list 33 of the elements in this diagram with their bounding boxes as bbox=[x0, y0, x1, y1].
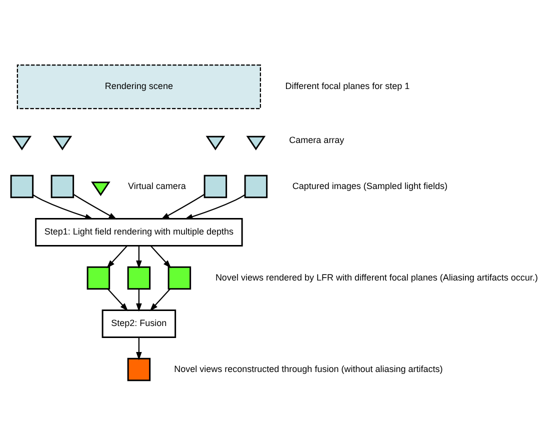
label: Novel views rendered by LFR with different focal planes (Aliasing artifacts occur.) bbox=[215, 272, 538, 282]
node-box: Rendering scene bbox=[16, 64, 261, 110]
arrow bbox=[150, 288, 170, 312]
node-box: Step1: Light field rendering with multiple depths bbox=[35, 218, 243, 246]
node-box bbox=[127, 358, 151, 382]
node-box bbox=[10, 174, 34, 198]
node-box bbox=[204, 174, 228, 198]
arrow bbox=[73, 194, 117, 220]
arrow bbox=[160, 194, 205, 220]
node-label: Virtual camera bbox=[128, 180, 186, 191]
arrow bbox=[107, 288, 128, 312]
arrow bbox=[184, 194, 246, 220]
arrow bbox=[106, 245, 128, 268]
arrow bbox=[150, 245, 172, 268]
node-box bbox=[86, 266, 110, 290]
node-box bbox=[50, 174, 74, 198]
node-triangle bbox=[12, 136, 32, 150]
node-box bbox=[127, 266, 151, 290]
label: Different focal planes for step 1 bbox=[285, 81, 410, 92]
node-triangle bbox=[206, 136, 226, 150]
label: Captured images (Sampled light fields) bbox=[292, 180, 448, 191]
label: Novel views reconstructed through fusion (without aliasing artifacts) bbox=[174, 364, 443, 374]
label: Camera array bbox=[289, 135, 344, 146]
arrow bbox=[136, 289, 142, 312]
node-triangle bbox=[52, 136, 72, 150]
node-triangle bbox=[246, 136, 266, 150]
node-box bbox=[244, 174, 268, 198]
node-triangle bbox=[91, 182, 110, 196]
arrow bbox=[32, 194, 94, 220]
node-box: Step2: Fusion bbox=[102, 310, 176, 338]
arrow bbox=[136, 337, 142, 360]
node-box bbox=[168, 266, 192, 290]
arrow bbox=[136, 246, 142, 269]
